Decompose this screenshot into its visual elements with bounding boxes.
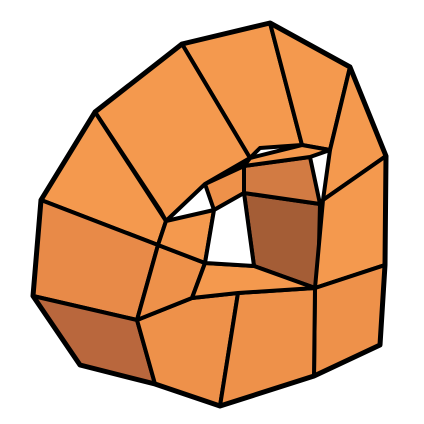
- torus-hole: [203, 191, 256, 268]
- torus-faces: [30, 20, 389, 409]
- inner-face-top-right: [242, 143, 332, 168]
- torus-silhouette: [30, 20, 389, 409]
